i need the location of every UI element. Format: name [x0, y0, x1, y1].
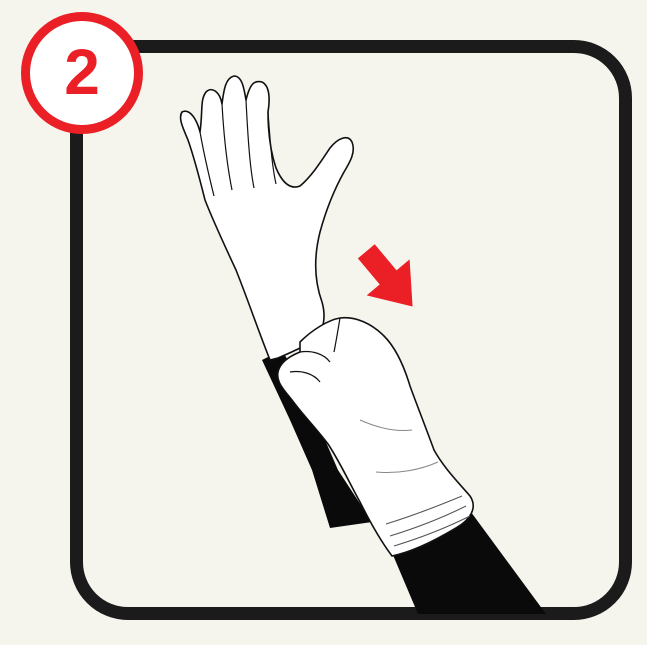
step-badge-icon: 2: [21, 12, 143, 134]
step-number: 2: [64, 40, 100, 104]
arrow-down-left-icon: [345, 233, 434, 324]
upper-gloved-hand: [181, 76, 354, 360]
